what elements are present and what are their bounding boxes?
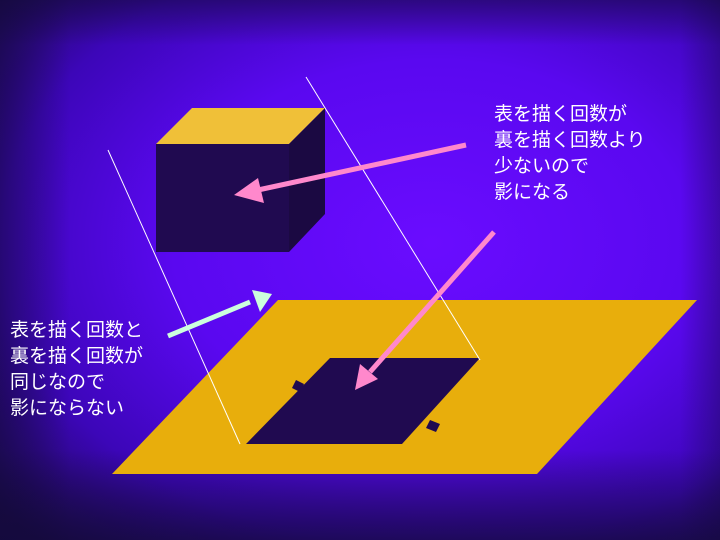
arrow-to-plane-head (252, 290, 272, 312)
cube-top-face (156, 108, 325, 144)
note-shadow-formed: 表を描く回数が 裏を描く回数より 少ないので 影になる (494, 101, 646, 205)
cube-front-face (156, 144, 289, 252)
shadow-jagged-edge-left (292, 380, 304, 392)
guide-line-left (107, 149, 241, 445)
arrow-to-shadow-shaft (368, 230, 496, 374)
arrow-to-shadow-head (355, 364, 378, 390)
note-left-line-3: 同じなので (10, 371, 106, 393)
arrow-to-cube-shaft (257, 142, 467, 193)
note-right-line-1: 表を描く回数が (494, 103, 628, 125)
cast-shadow (246, 358, 480, 444)
note-right-line-3: 少ないので (494, 155, 590, 177)
note-no-shadow: 表を描く回数と 裏を描く回数が 同じなので 影にならない (10, 317, 143, 421)
guide-line-right (305, 76, 481, 361)
note-right-line-4: 影になる (494, 181, 571, 203)
note-left-line-1: 表を描く回数と (10, 319, 144, 341)
note-left-line-4: 影にならない (10, 397, 125, 419)
arrow-to-plane-shaft (167, 299, 251, 339)
arrow-to-cube-head (234, 178, 264, 203)
note-right-line-2: 裏を描く回数より (494, 129, 646, 151)
note-left-line-2: 裏を描く回数が (10, 345, 144, 367)
shadow-jagged-edge-right (426, 420, 440, 432)
